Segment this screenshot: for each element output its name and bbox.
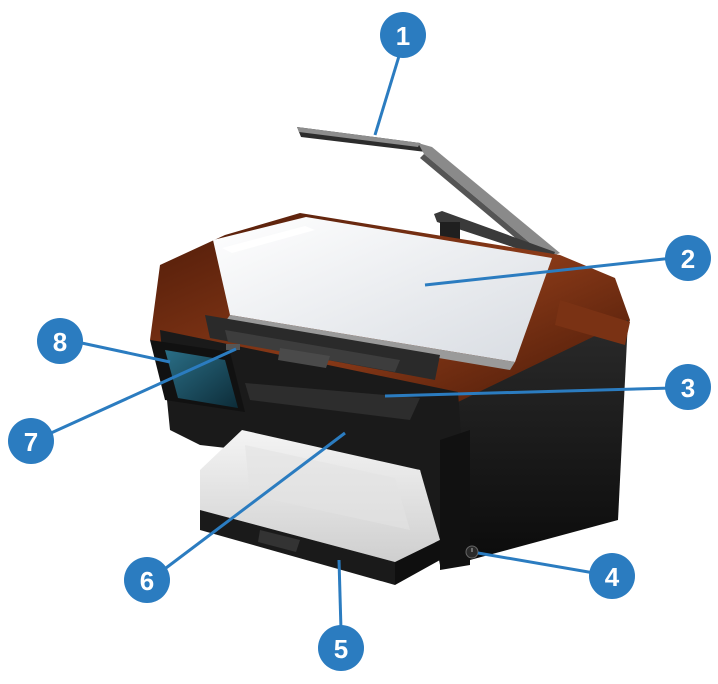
svg-text:4: 4	[605, 562, 620, 592]
svg-text:8: 8	[53, 327, 67, 357]
callout-4: 4	[589, 553, 635, 599]
svg-text:1: 1	[396, 21, 410, 51]
power-button[interactable]	[466, 546, 478, 558]
svg-text:7: 7	[24, 427, 38, 457]
leader-5	[339, 560, 341, 630]
callout-6: 6	[124, 557, 170, 603]
callout-2: 2	[665, 235, 711, 281]
svg-text:2: 2	[681, 244, 695, 274]
callout-1: 1	[380, 12, 426, 58]
svg-text:6: 6	[140, 566, 154, 596]
callout-3: 3	[665, 364, 711, 410]
leader-4	[478, 553, 600, 574]
callout-7: 7	[8, 418, 54, 464]
svg-text:5: 5	[334, 634, 348, 664]
callout-5: 5	[318, 625, 364, 671]
callout-8: 8	[37, 318, 83, 364]
svg-text:3: 3	[681, 373, 695, 403]
